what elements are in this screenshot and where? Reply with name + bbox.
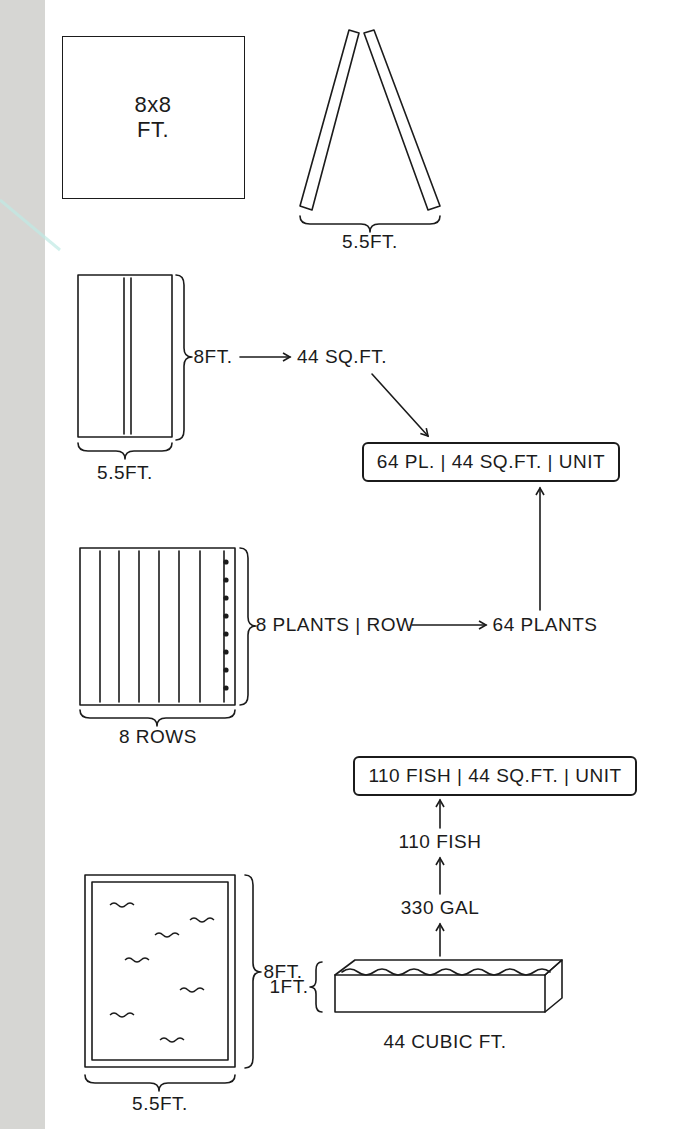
dimension-label: 44 SQ.FT. (297, 347, 387, 368)
node-text: 64 PL. | 44 SQ.FT. | UNIT (377, 451, 605, 473)
dimension-label: 330 GAL (401, 898, 480, 919)
dimension-label: 5.5FT. (132, 1094, 188, 1115)
node-text: 110 FISH | 44 SQ.FT. | UNIT (368, 765, 621, 787)
dimension-label: 8FT. (194, 347, 233, 368)
node-text: 8x8 FT. (135, 92, 172, 143)
dimension-label: 44 CUBIC FT. (383, 1032, 506, 1053)
dimension-label: 110 FISH (399, 832, 482, 853)
dimension-label: 8FT. (264, 962, 303, 983)
floor-square: 8x8 FT. (62, 36, 245, 199)
dimension-label: 5.5FT. (97, 463, 153, 484)
summary-box: 110 FISH | 44 SQ.FT. | UNIT (353, 756, 636, 796)
dimension-label: 64 PLANTS (493, 615, 598, 636)
dimension-label: 8 PLANTS | ROW (256, 615, 415, 636)
dimension-label: 5.5FT. (342, 232, 398, 253)
dimension-label: 8 ROWS (119, 727, 197, 748)
summary-box: 64 PL. | 44 SQ.FT. | UNIT (362, 442, 620, 482)
